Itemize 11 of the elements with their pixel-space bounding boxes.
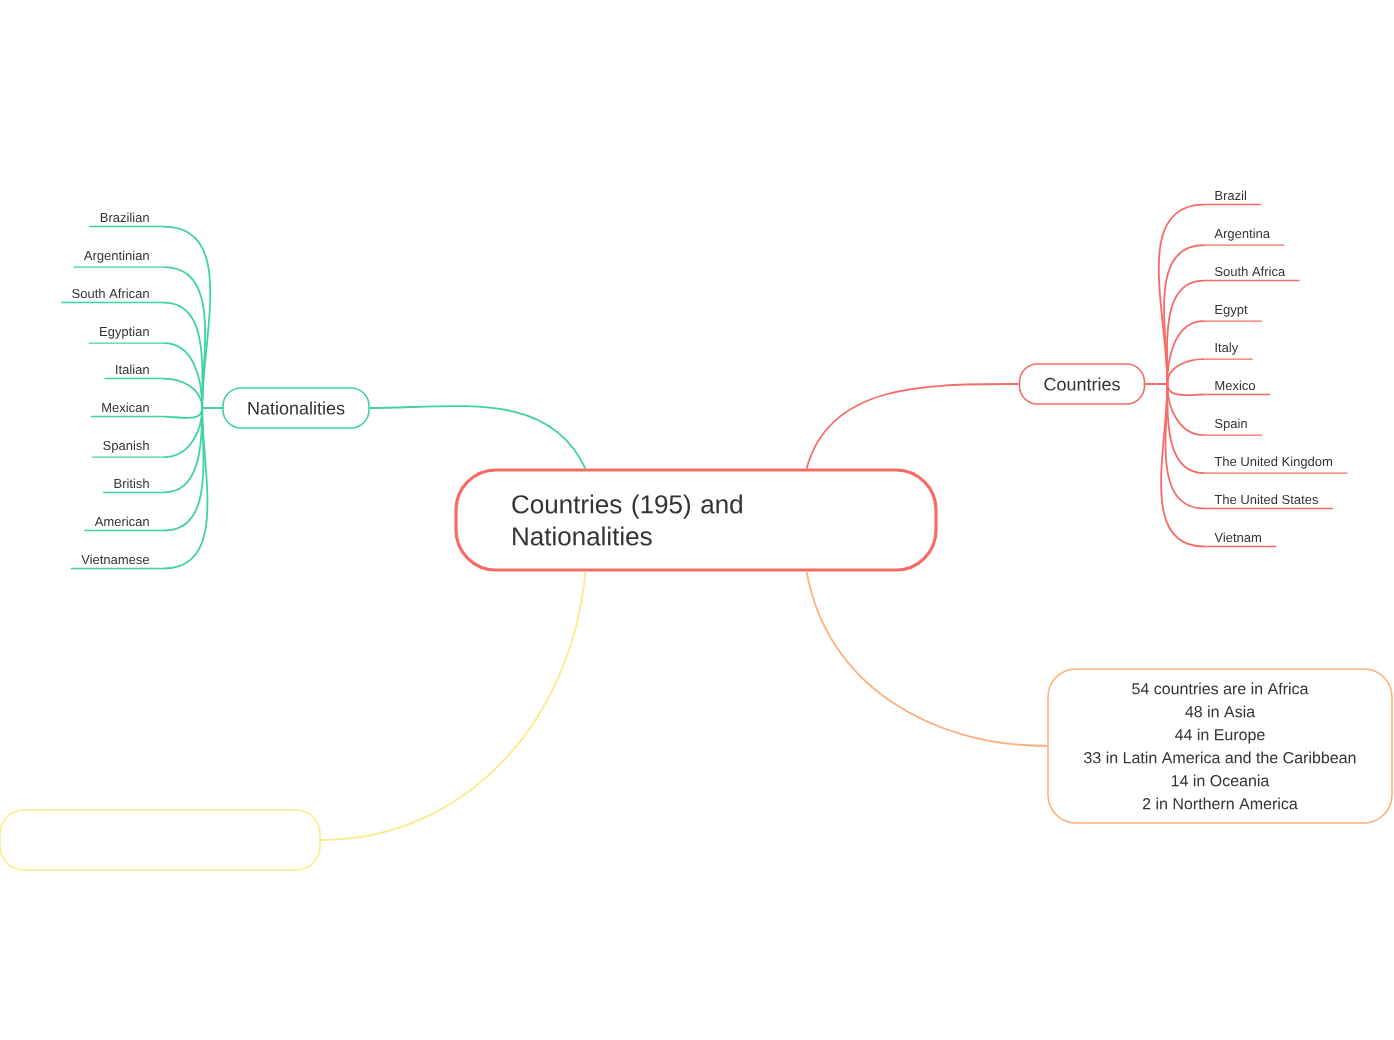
- empty-box: [0, 809, 321, 871]
- connector: [163, 407, 224, 570]
- branch-box: Countries: [1018, 363, 1146, 405]
- topic-box: Countries (195) and Nationalities: [454, 468, 938, 572]
- note-box: 54 countries are in Africa 48 in Asia 44 in Europe 33 in Latin America and the Caribbean 14 in Oceania 2 in Northern America: [1047, 668, 1393, 824]
- connector: [805, 383, 1020, 470]
- connector: [1144, 383, 1205, 548]
- connector: [805, 570, 1049, 747]
- branch-box: Nationalities: [222, 387, 370, 429]
- connector: [368, 405, 587, 470]
- connector: [319, 570, 587, 841]
